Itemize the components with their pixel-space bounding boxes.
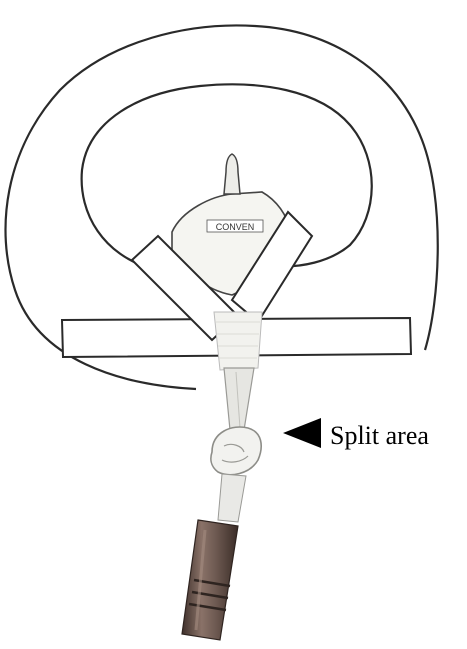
svg-text:CONVEN: CONVEN bbox=[216, 222, 255, 232]
luer-connector bbox=[182, 520, 238, 640]
split-area-label: Split area bbox=[330, 423, 429, 449]
device-brand-logo: CONVEN bbox=[207, 220, 263, 232]
mesh-junction bbox=[214, 312, 262, 370]
lower-tubing bbox=[218, 474, 246, 522]
left-pointer-icon bbox=[283, 418, 321, 448]
vent-nozzle bbox=[224, 154, 240, 194]
split-area-clamp bbox=[211, 427, 261, 475]
